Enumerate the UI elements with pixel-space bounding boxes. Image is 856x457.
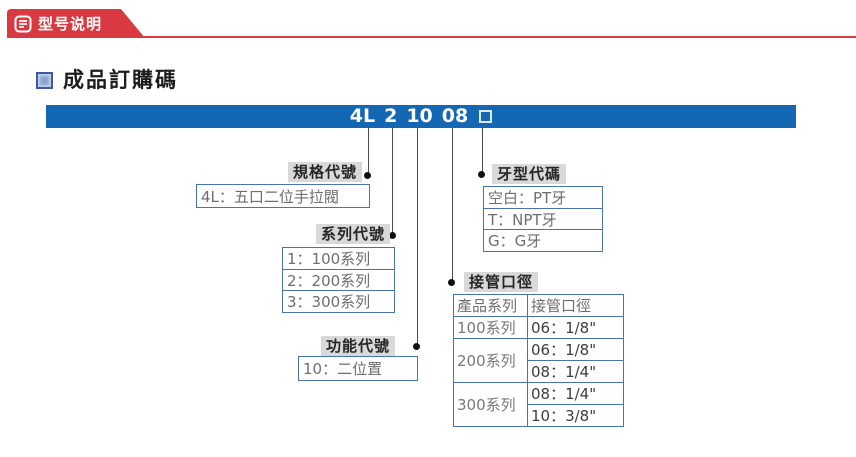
page-header-banner: 型号说明 [7,9,145,38]
callout-thread-label: 牙型代碼 [492,164,567,184]
spec-code-box: 4L：五口二位手拉閥 [196,184,370,208]
port-table-row: 10：3/8" [454,404,624,427]
port-size-table: 產品系列 接管口徑 100系列 06：1/8" 200系列 06：1/8" 08… [453,294,624,427]
connector-bullet-spec [364,172,371,179]
connector-bullet-series [389,232,396,239]
code-part-function: 10 [406,105,433,127]
thread-code-row: 空白：PT牙 [483,186,603,209]
port-value-cell: 08：1/4" [527,382,624,405]
page-header-title: 型号说明 [38,15,103,33]
document-lines-icon [14,15,32,33]
port-value-cell: 10：3/8" [527,404,624,427]
port-value-cell: 06：1/8" [527,338,624,361]
thread-code-row: T：NPT牙 [483,207,603,231]
model-code-banner: 4L 2 10 08 [46,105,796,128]
series-code-row: 3：300系列 [282,290,395,313]
port-table-row: 100系列 06：1/8" [453,316,624,339]
connector-line-function [417,128,418,344]
connector-bullet-function [413,343,420,350]
function-code-value: 10：二位置 [298,356,418,381]
connector-line-spec [368,128,369,173]
callout-function-label: 功能代號 [320,336,395,356]
section-title: 成品訂購碼 [63,68,178,92]
port-table-row: 200系列 06：1/8" [453,338,624,383]
function-code-box: 10：二位置 [298,356,418,381]
header-underline [7,36,856,38]
connector-bullet-thread [478,171,485,178]
port-table-header-port: 接管口徑 [527,294,624,317]
port-series-cell: 100系列 [453,316,528,339]
thread-code-table: 空白：PT牙 T：NPT牙 G：G牙 [483,186,603,252]
port-value-cell: 06：1/8" [527,316,624,339]
blue-square-bullet-icon [36,71,53,89]
port-table-header-row: 產品系列 接管口徑 [453,294,624,317]
callout-spec-label: 規格代號 [287,162,362,182]
code-part-series: 2 [384,105,398,127]
code-part-port: 08 [441,105,469,127]
spec-code-value: 4L：五口二位手拉閥 [196,184,370,208]
code-part-spec: 4L [349,105,376,127]
section-title-row: 成品訂購碼 [36,64,178,94]
port-table-header-series: 產品系列 [453,294,528,317]
callout-port-label: 接管口徑 [464,272,539,292]
port-series-cell: 200系列 [453,338,528,383]
port-table-row: 08：1/4" [454,360,624,383]
connector-line-thread [482,128,483,172]
port-series-cell: 300系列 [453,382,528,427]
series-code-row: 2：200系列 [282,268,395,292]
port-value-cell: 08：1/4" [527,360,624,383]
connector-line-series [392,128,393,233]
series-code-table: 1：100系列 2：200系列 3：300系列 [282,247,395,313]
connector-line-port [452,128,453,280]
callout-series-label: 系列代號 [315,224,390,244]
thread-code-row: G：G牙 [483,229,603,252]
blank-code-box [479,110,493,123]
connector-bullet-port [448,279,455,286]
port-table-row: 300系列 08：1/4" [453,382,624,427]
series-code-row: 1：100系列 [282,247,395,270]
